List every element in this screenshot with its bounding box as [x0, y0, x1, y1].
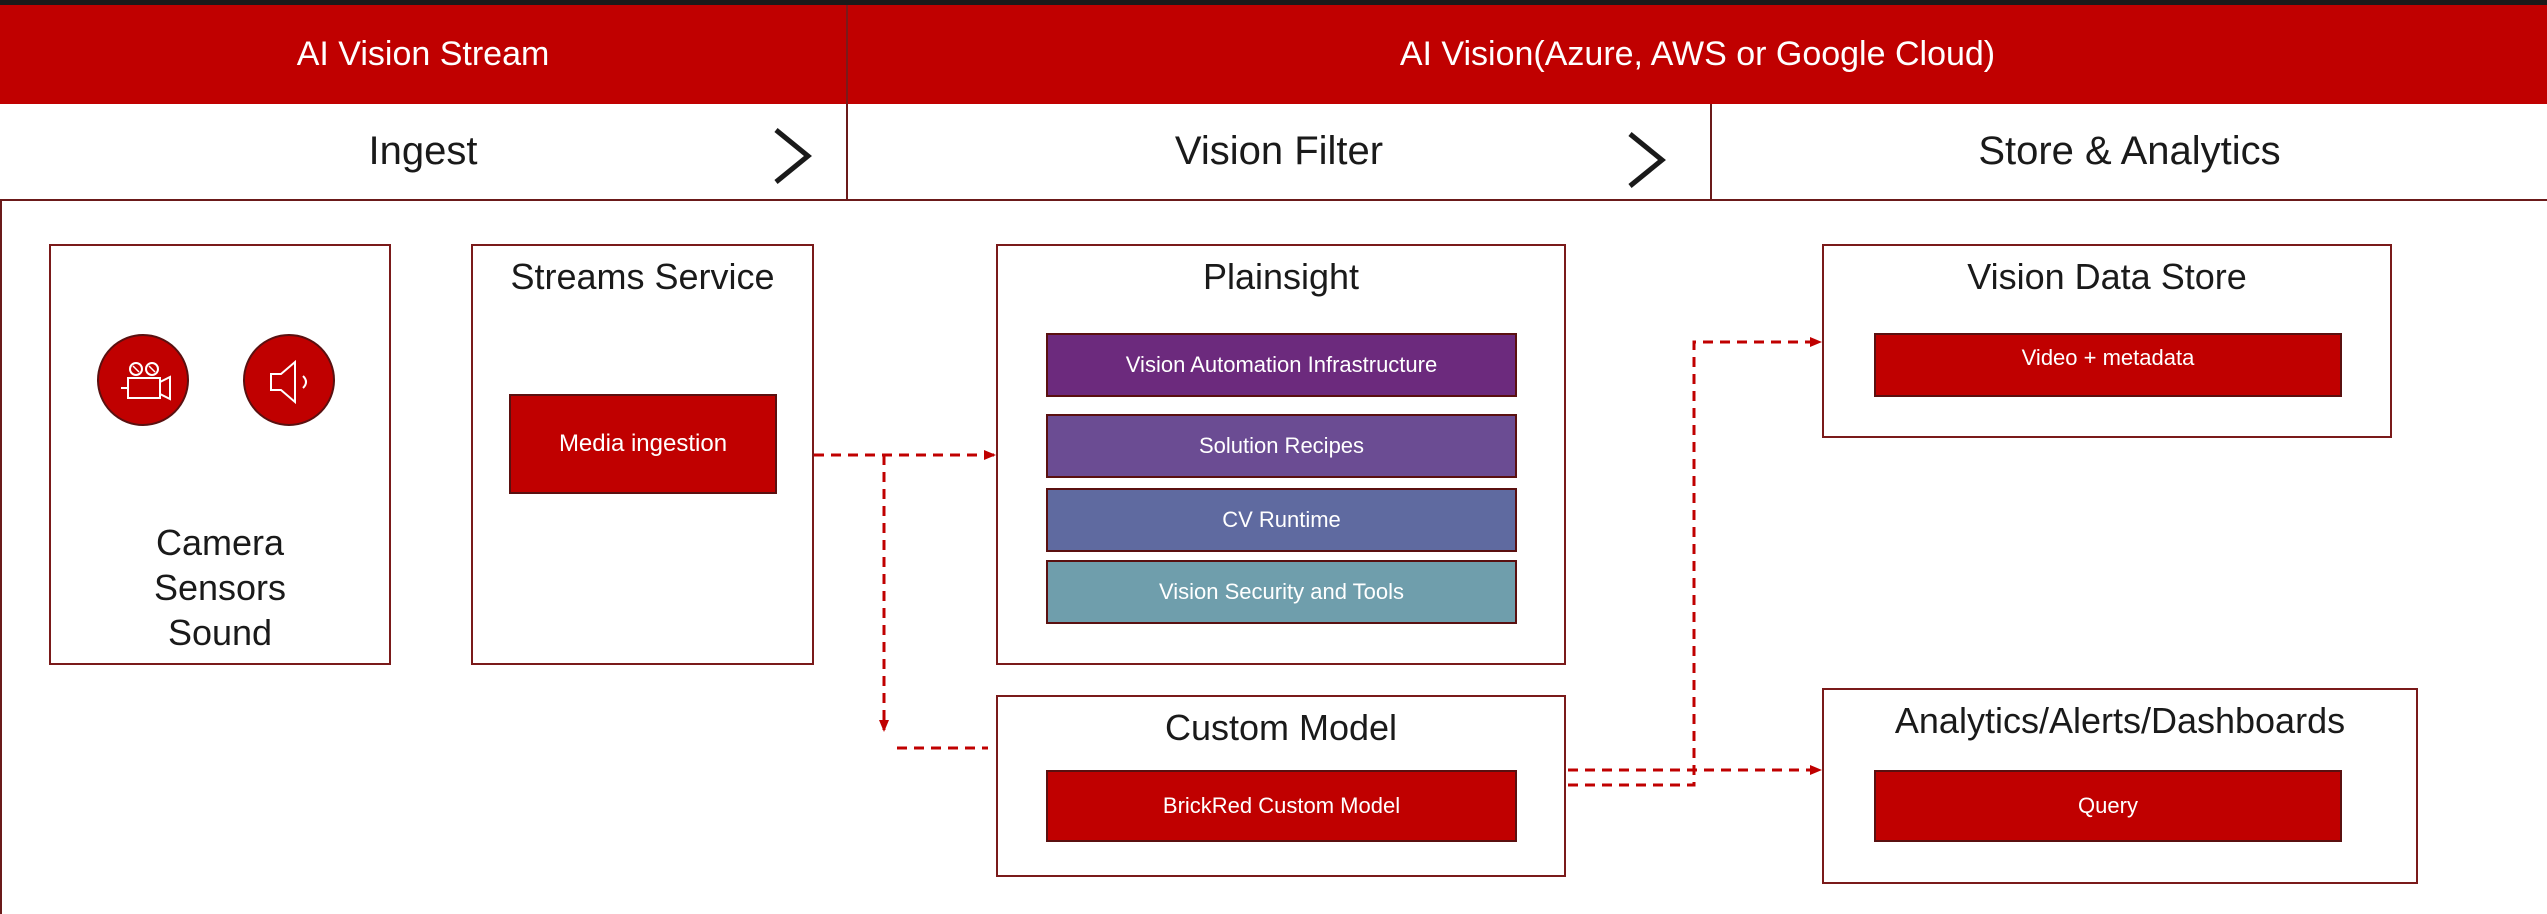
- phase-vision-filter: Vision Filter: [848, 104, 1712, 201]
- streams-service-box: Streams Service Media ingestion: [471, 244, 814, 665]
- header-ai-vision-stream: AI Vision Stream: [0, 5, 848, 104]
- phase-ingest-label: Ingest: [368, 129, 478, 173]
- plainsight-title: Plainsight: [1202, 256, 1360, 297]
- phase-store-analytics: Store & Analytics: [1712, 104, 2547, 201]
- analytics-box: Analytics/Alerts/Dashboards Query: [1822, 688, 2418, 884]
- analytics-title: Analytics/Alerts/Dashboards: [1894, 700, 2346, 741]
- source-label-sound: Sound: [167, 612, 273, 653]
- phase-vision-filter-label: Vision Filter: [1174, 129, 1384, 173]
- custom-model-title: Custom Model: [1164, 707, 1398, 748]
- media-ingestion-block: Media ingestion: [509, 394, 777, 494]
- brickred-custom-model-block: BrickRed Custom Model: [1046, 770, 1517, 842]
- vision-data-store-box: Vision Data Store Video + metadata: [1822, 244, 2392, 438]
- source-label-camera: Camera: [155, 522, 285, 563]
- source-labels: Camera Sensors Sound: [51, 520, 389, 655]
- video-metadata-block: Video + metadata: [1874, 333, 2342, 397]
- left-rule: [0, 5, 2, 914]
- vision-automation-infrastructure-block: Vision Automation Infrastructure: [1046, 333, 1517, 397]
- vision-data-store-title: Vision Data Store: [1967, 256, 2247, 297]
- chevron-right-icon: [1628, 132, 1666, 188]
- source-label-sensors: Sensors: [153, 567, 287, 608]
- custom-model-box: Custom Model BrickRed Custom Model: [996, 695, 1566, 877]
- cv-runtime-block: CV Runtime: [1046, 488, 1517, 552]
- streams-service-title: Streams Service: [510, 256, 775, 297]
- video-camera-icon: [97, 334, 189, 426]
- phase-ingest: Ingest: [0, 104, 848, 201]
- source-box: Camera Sensors Sound: [49, 244, 391, 665]
- speaker-icon: [243, 334, 335, 426]
- phase-store-analytics-label: Store & Analytics: [1978, 129, 2281, 173]
- solution-recipes-block: Solution Recipes: [1046, 414, 1517, 478]
- vision-security-tools-block: Vision Security and Tools: [1046, 560, 1517, 624]
- connector-custom-to-datastore: [1568, 337, 1822, 787]
- plainsight-box: Plainsight Vision Automation Infrastruct…: [996, 244, 1566, 665]
- chevron-right-icon: [774, 128, 812, 184]
- header-ai-vision-cloud: AI Vision(Azure, AWS or Google Cloud): [848, 5, 2547, 104]
- query-block: Query: [1874, 770, 2342, 842]
- top-rule: [0, 0, 2547, 5]
